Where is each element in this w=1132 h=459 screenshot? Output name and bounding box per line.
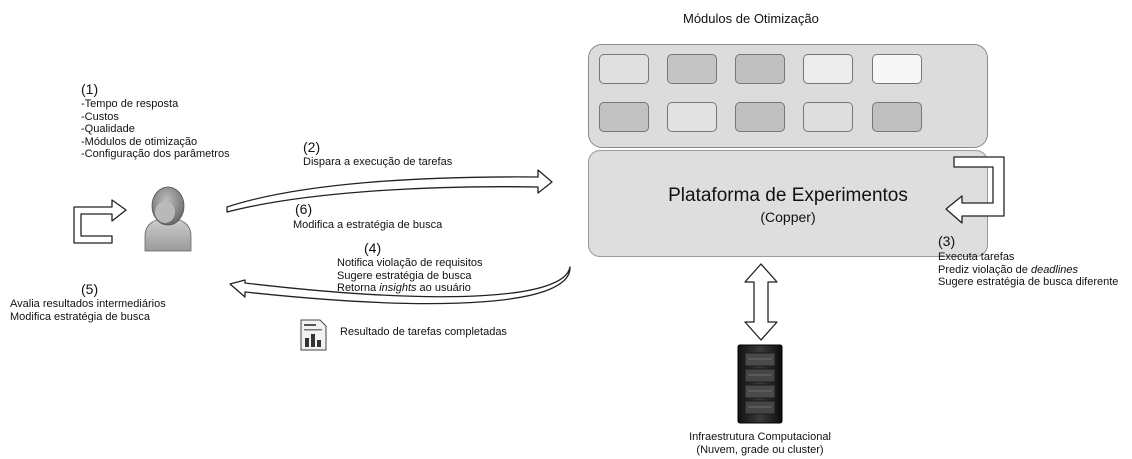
infrastructure-subtitle: (Nuvem, grade ou cluster) [696, 443, 824, 456]
optimization-module-tile [803, 54, 853, 84]
optimization-module-tile [735, 102, 785, 132]
optimization-module-tile [803, 102, 853, 132]
dispatch-arrow [226, 169, 553, 213]
step4-line: Sugere estratégia de busca [337, 269, 472, 282]
infrastructure-title: Infraestrutura Computacional [689, 431, 831, 443]
optimization-module-tile [599, 102, 649, 132]
user-loop-arrow [73, 199, 127, 244]
results-label: Resultado de tarefas completadas [340, 326, 507, 338]
step1-number: (1) [81, 81, 99, 97]
step1-item: -Tempo de resposta [81, 98, 179, 110]
server-rack-icon [737, 344, 783, 424]
step3-line: Sugere estratégia de busca diferente [938, 276, 1119, 288]
optimization-modules-panel [588, 44, 988, 148]
infrastructure-double-arrow [744, 263, 778, 341]
optimization-module-tile [667, 54, 717, 84]
step1-list: -Tempo de resposta -Custos -Qualidade -M… [81, 98, 230, 161]
step5-number: (5) [81, 281, 99, 297]
step6-text: Modifica a estratégia de busca [293, 219, 443, 231]
step5-text: Avalia resultados intermediários Modific… [10, 298, 166, 323]
step4-line: Retorna insights ao usuário [337, 282, 471, 294]
step3-text: Executa tarefas Prediz violação de deadl… [938, 251, 1118, 289]
step1-item: -Custos [81, 110, 119, 123]
step1-item: -Qualidade [81, 123, 135, 135]
optimization-module-tile [872, 54, 922, 84]
modules-title: Módulos de Otimização [683, 11, 819, 26]
step5-line: Modifica estratégia de busca [10, 310, 151, 323]
optimization-module-tile [599, 54, 649, 84]
feedback-arrow [229, 266, 571, 305]
step3-line: Prediz violação de deadlines [938, 263, 1079, 276]
results-document-icon [300, 319, 327, 351]
platform-loop-arrow [945, 156, 1005, 224]
step2-number: (2) [303, 139, 321, 155]
step2-text: Dispara a execução de tarefas [303, 156, 453, 168]
optimization-module-tile [735, 54, 785, 84]
optimization-module-tile [872, 102, 922, 132]
step4-text: Notifica violação de requisitos Sugere e… [337, 257, 483, 295]
infrastructure-label: Infraestrutura Computacional (Nuvem, gra… [660, 431, 860, 456]
step1-item: -Configuração dos parâmetros [81, 148, 230, 160]
platform-subtitle: (Copper) [760, 209, 816, 225]
experiment-platform-box: Plataforma de Experimentos (Copper) [588, 150, 988, 257]
step1-item: -Módulos de otimização [81, 135, 198, 148]
step5-line: Avalia resultados intermediários [10, 298, 166, 310]
step3-number: (3) [938, 233, 956, 249]
optimization-module-tile [667, 102, 717, 132]
step6-number: (6) [295, 201, 313, 217]
user-avatar-icon [144, 186, 192, 252]
platform-title: Plataforma de Experimentos [668, 185, 908, 206]
step4-line: Notifica violação de requisitos [337, 257, 483, 269]
step3-line: Executa tarefas [938, 251, 1015, 263]
step4-number: (4) [364, 240, 382, 256]
